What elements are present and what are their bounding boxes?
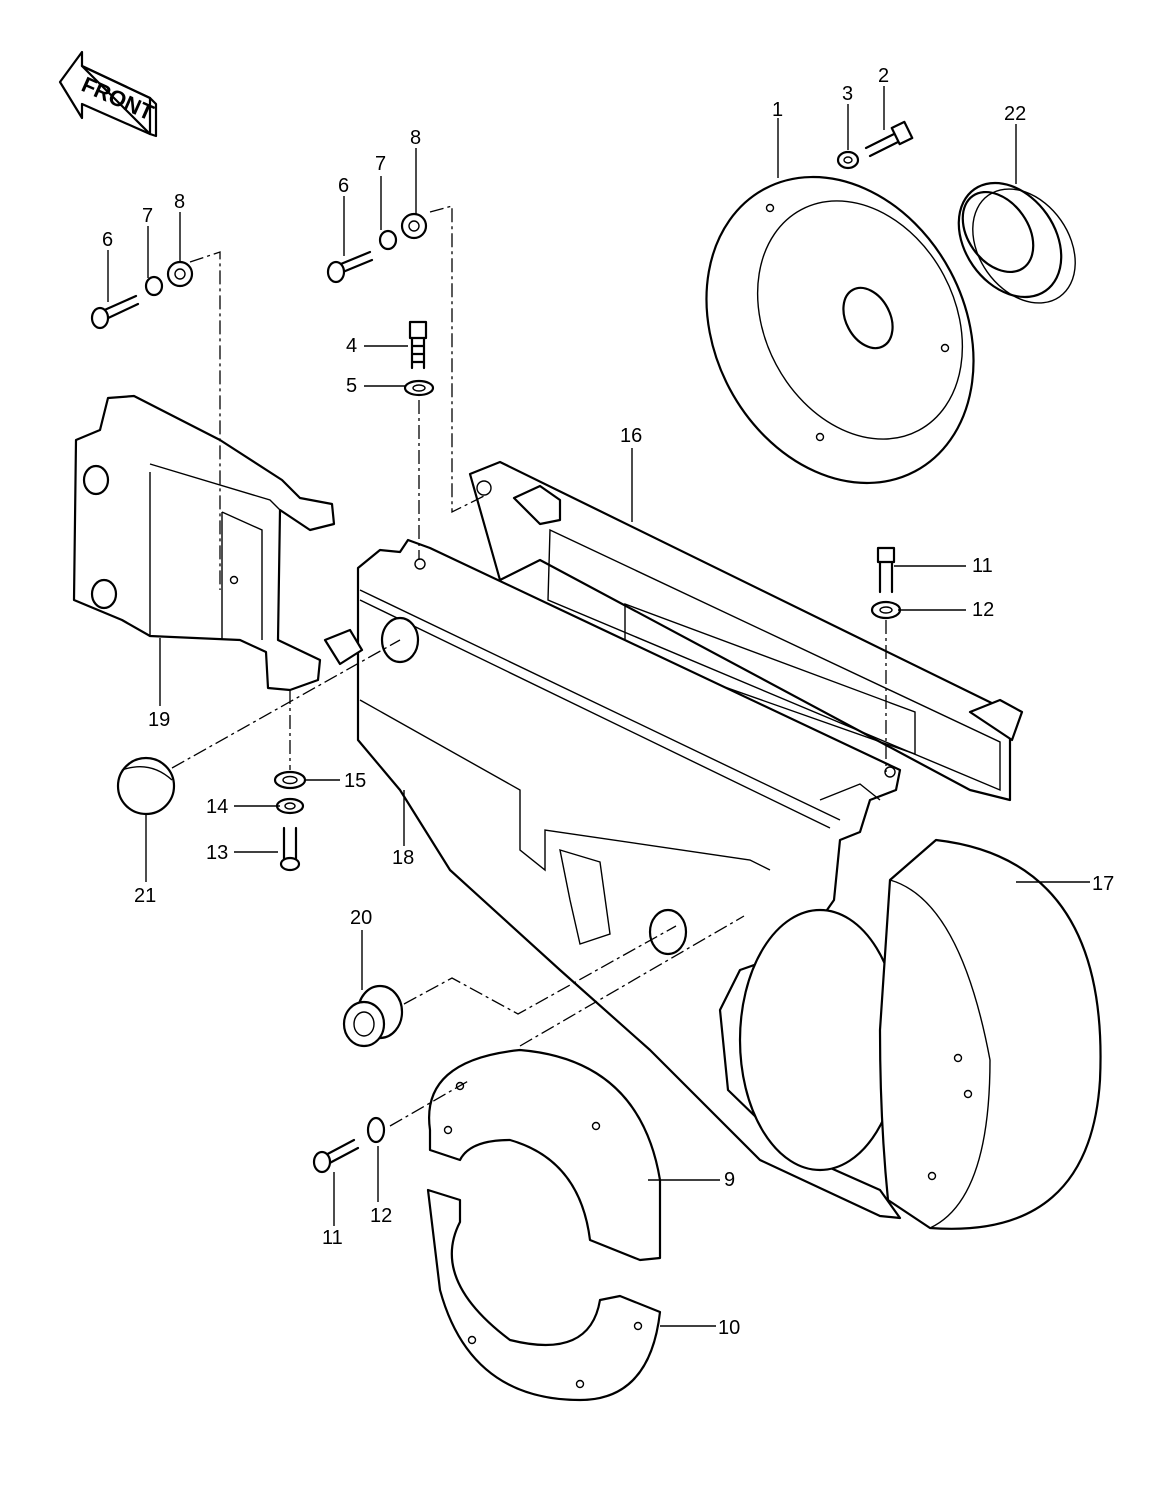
part-18-main-case: [323, 538, 902, 1220]
callout-6-middle: 6: [338, 175, 349, 197]
callout-labels: 1 2 3 22 4 5 6 7 8 6 7 8 16 11 12 17 18 …: [102, 65, 1114, 1339]
part-11-bolt-lower: [312, 1138, 360, 1174]
leader-lines: [107, 86, 1090, 1327]
part-2-bolt: [864, 120, 914, 158]
part-14-washer: [275, 797, 305, 815]
part-12-washer-lower: [366, 1116, 386, 1144]
screw-set-left: [90, 260, 194, 330]
screw-set-middle: [326, 212, 428, 284]
part-15-washer: [273, 770, 307, 790]
part-20-grommet: [342, 984, 404, 1048]
part-1-cover: [705, 175, 975, 485]
part-12-washer-upper: [870, 600, 902, 620]
callout-1: 1: [772, 99, 783, 121]
part-4-bolt: [408, 320, 428, 370]
callout-4: 4: [346, 335, 357, 357]
part-10-half-ring: [426, 1188, 662, 1402]
callout-21: 21: [134, 885, 156, 907]
callout-12-lower: 12: [370, 1205, 392, 1227]
callout-8-middle: 8: [410, 127, 421, 149]
part-5-washer: [403, 379, 435, 397]
callout-2: 2: [878, 65, 889, 87]
callout-5: 5: [346, 375, 357, 397]
callout-11-upper: 11: [972, 555, 993, 577]
callout-16: 16: [620, 425, 642, 447]
part-3-washer: [836, 150, 860, 170]
callout-13: 13: [206, 842, 228, 864]
part-13-bolt: [279, 826, 301, 872]
part-11-bolt-upper: [876, 546, 896, 594]
callout-9: 9: [724, 1169, 735, 1191]
callout-15: 15: [344, 770, 366, 792]
callout-10: 10: [718, 1317, 740, 1339]
assembly-lines: [171, 205, 887, 1127]
part-21-plug: [116, 756, 176, 816]
callout-7-left: 7: [142, 205, 153, 227]
callout-22: 22: [1004, 103, 1026, 125]
callout-11-lower: 11: [322, 1227, 343, 1249]
part-17-drum: [878, 838, 1102, 1230]
part-9-half-ring: [428, 1048, 662, 1262]
callout-8-left: 8: [174, 191, 185, 213]
callout-18: 18: [392, 847, 414, 869]
callout-12-upper: 12: [972, 599, 994, 621]
callout-19: 19: [148, 709, 170, 731]
callout-3: 3: [842, 83, 853, 105]
front-arrow: FRONT: [58, 50, 158, 138]
part-19-bracket: [72, 394, 336, 692]
part-22-seal: [957, 181, 1076, 304]
callout-14: 14: [206, 796, 228, 818]
callout-17: 17: [1092, 873, 1114, 895]
callout-6-left: 6: [102, 229, 113, 251]
callout-20: 20: [350, 907, 372, 929]
part-16-back-plate: [468, 460, 1024, 802]
callout-7-middle: 7: [375, 153, 386, 175]
